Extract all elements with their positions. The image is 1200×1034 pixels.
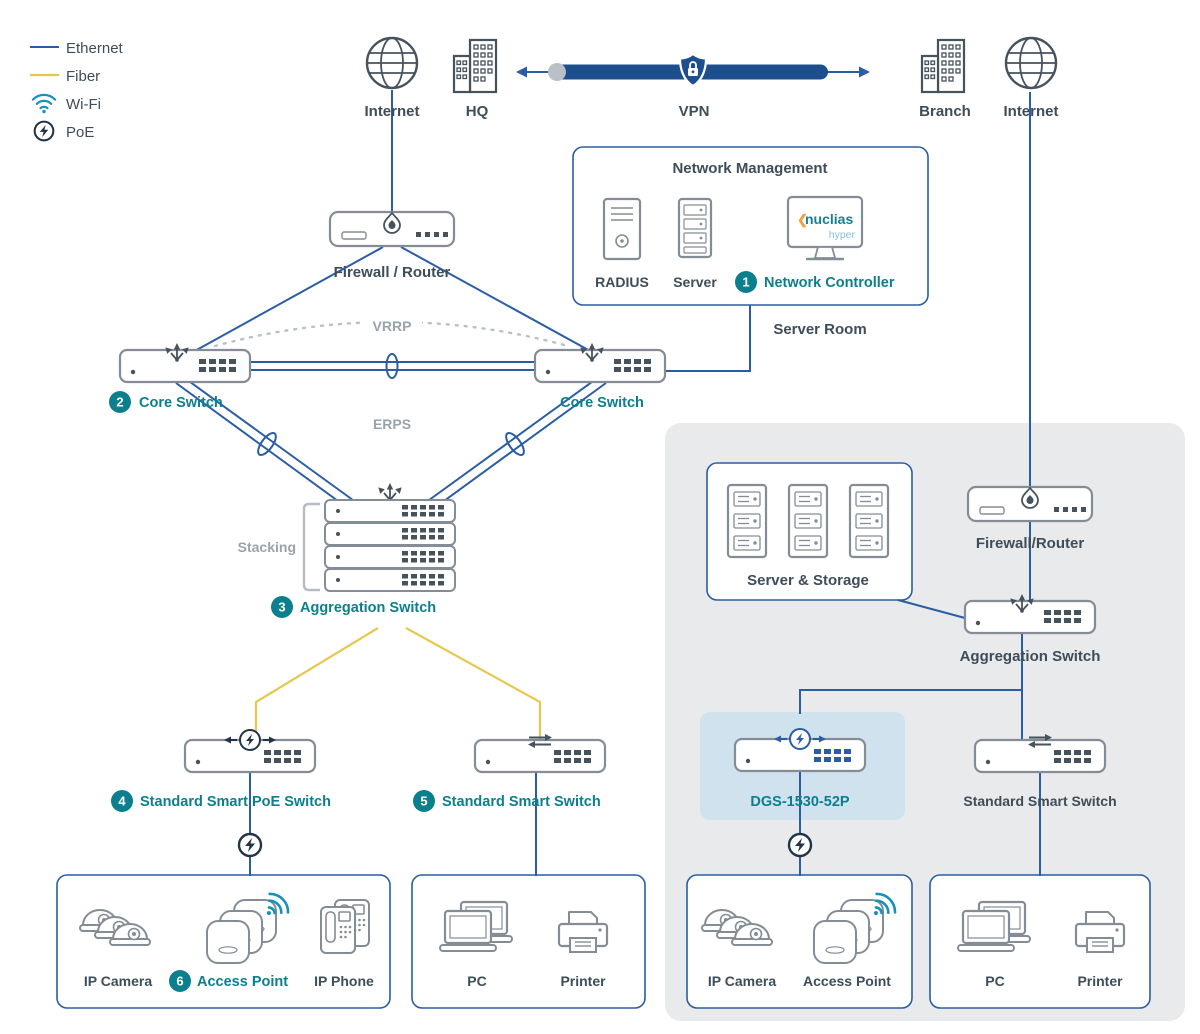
ethernet-links bbox=[175, 90, 1041, 876]
stacking-bracket bbox=[302, 502, 320, 592]
badge-1-number: 1 bbox=[742, 275, 749, 290]
badge-2-number: 2 bbox=[116, 395, 123, 410]
lag-ellipse-core bbox=[385, 353, 399, 379]
branch-smart-switch-label: Standard Smart Switch bbox=[963, 793, 1116, 809]
legend-wifi-label: Wi-Fi bbox=[66, 96, 101, 113]
badge-1: 1 bbox=[735, 271, 757, 293]
fiber-links bbox=[254, 627, 542, 741]
network-controller-monitor-icon: ❮ nuclias hyper bbox=[786, 195, 864, 261]
nuclias-hyper-text: hyper bbox=[829, 229, 856, 241]
access-point-label: Access Point bbox=[197, 974, 288, 990]
branch-smart-switch-device bbox=[973, 733, 1107, 774]
legend-poe-label: PoE bbox=[66, 124, 94, 141]
pc-label: PC bbox=[467, 973, 486, 989]
core-switch-left-label: Core Switch bbox=[139, 395, 223, 411]
badge-6: 6 bbox=[169, 970, 191, 992]
branch-arrows-icon bbox=[375, 482, 405, 503]
internet-right-label: Internet bbox=[1003, 103, 1058, 120]
poe-inline-icon-left bbox=[237, 832, 263, 858]
poe-switch-label: Standard Smart PoE Switch bbox=[140, 794, 331, 810]
internet-icon-right bbox=[1004, 36, 1058, 90]
branch-building-icon bbox=[920, 38, 966, 94]
branch-label: Branch bbox=[919, 103, 971, 120]
firewall-router-label: Firewall / Router bbox=[334, 264, 451, 281]
badge-4: 4 bbox=[111, 790, 133, 812]
poe-icon bbox=[33, 120, 55, 142]
ip-phone-icons bbox=[320, 899, 370, 954]
legend-ethernet-label: Ethernet bbox=[66, 40, 124, 57]
branch-firewall-label: Firewall/Router bbox=[976, 535, 1085, 552]
vpn-arrow-right-icon bbox=[859, 66, 870, 78]
server-label: Server bbox=[673, 274, 717, 290]
vpn-label: VPN bbox=[679, 103, 710, 120]
vpn-lock-shield-icon bbox=[678, 52, 708, 88]
wifi-icon bbox=[31, 93, 57, 115]
core-switch-left-device bbox=[118, 342, 252, 384]
vrrp-label-bg bbox=[362, 318, 422, 336]
badge-5-number: 5 bbox=[420, 794, 427, 809]
branch-pc-label: PC bbox=[985, 973, 1004, 989]
core-switch-right-device bbox=[533, 342, 667, 384]
branch-ip-camera-label: IP Camera bbox=[708, 973, 776, 989]
vrrp-label: VRRP bbox=[373, 318, 412, 334]
lag-ellipse-left bbox=[257, 431, 277, 457]
radius-label: RADIUS bbox=[595, 274, 649, 290]
nuclias-logo-mark: ❮ bbox=[797, 212, 808, 228]
hq-label: HQ bbox=[466, 103, 489, 120]
ip-camera-label: IP Camera bbox=[84, 973, 152, 989]
legend-fiber-label: Fiber bbox=[66, 68, 100, 85]
network-management-title: Network Management bbox=[672, 160, 827, 177]
erps-label: ERPS bbox=[373, 416, 411, 432]
badge-2: 2 bbox=[109, 391, 131, 413]
radius-server-icon bbox=[602, 197, 642, 261]
ip-phone-label: IP Phone bbox=[314, 973, 374, 989]
aggregation-switch-label: Aggregation Switch bbox=[300, 600, 436, 616]
poe-inline-icon-right bbox=[787, 832, 813, 858]
core-switch-right-label: Core Switch bbox=[560, 395, 644, 411]
smart-switch-device bbox=[473, 733, 607, 774]
smart-switch-label: Standard Smart Switch bbox=[442, 794, 601, 810]
legend: Ethernet Fiber Wi-Fi PoE bbox=[30, 40, 124, 142]
server-storage-label: Server & Storage bbox=[747, 572, 869, 589]
server-rack-icon bbox=[677, 197, 713, 259]
stacking-label: Stacking bbox=[238, 539, 296, 555]
badge-3-number: 3 bbox=[278, 600, 285, 615]
vpn-arrow-left-icon bbox=[516, 66, 527, 78]
badge-5: 5 bbox=[413, 790, 435, 812]
branch-aggregation-label: Aggregation Switch bbox=[960, 648, 1101, 665]
server-storage-icons bbox=[726, 483, 890, 559]
printer-label: Printer bbox=[560, 973, 606, 989]
internet-icon-left bbox=[365, 36, 419, 90]
vpn-tunnel bbox=[516, 52, 870, 88]
branch-printer-label: Printer bbox=[1077, 973, 1123, 989]
lag-ellipse-right bbox=[505, 431, 525, 457]
aggregation-switch-stack bbox=[302, 482, 456, 592]
dgs-model-label: DGS-1530-52P bbox=[750, 794, 849, 810]
vpn-endpoint-dot bbox=[548, 63, 566, 81]
badge-4-number: 4 bbox=[118, 794, 126, 809]
firewall-router-device bbox=[328, 210, 456, 248]
branch-access-point-label: Access Point bbox=[803, 973, 891, 989]
network-controller-label: Network Controller bbox=[764, 275, 895, 291]
nuclias-logo-text: nuclias bbox=[805, 211, 853, 227]
badge-3: 3 bbox=[271, 596, 293, 618]
badge-6-number: 6 bbox=[176, 974, 183, 989]
server-room-label: Server Room bbox=[773, 321, 866, 338]
branch-firewall-device bbox=[966, 485, 1094, 523]
internet-left-label: Internet bbox=[364, 103, 419, 120]
hq-building-icon bbox=[452, 38, 498, 94]
poe-switch-device bbox=[183, 729, 317, 774]
